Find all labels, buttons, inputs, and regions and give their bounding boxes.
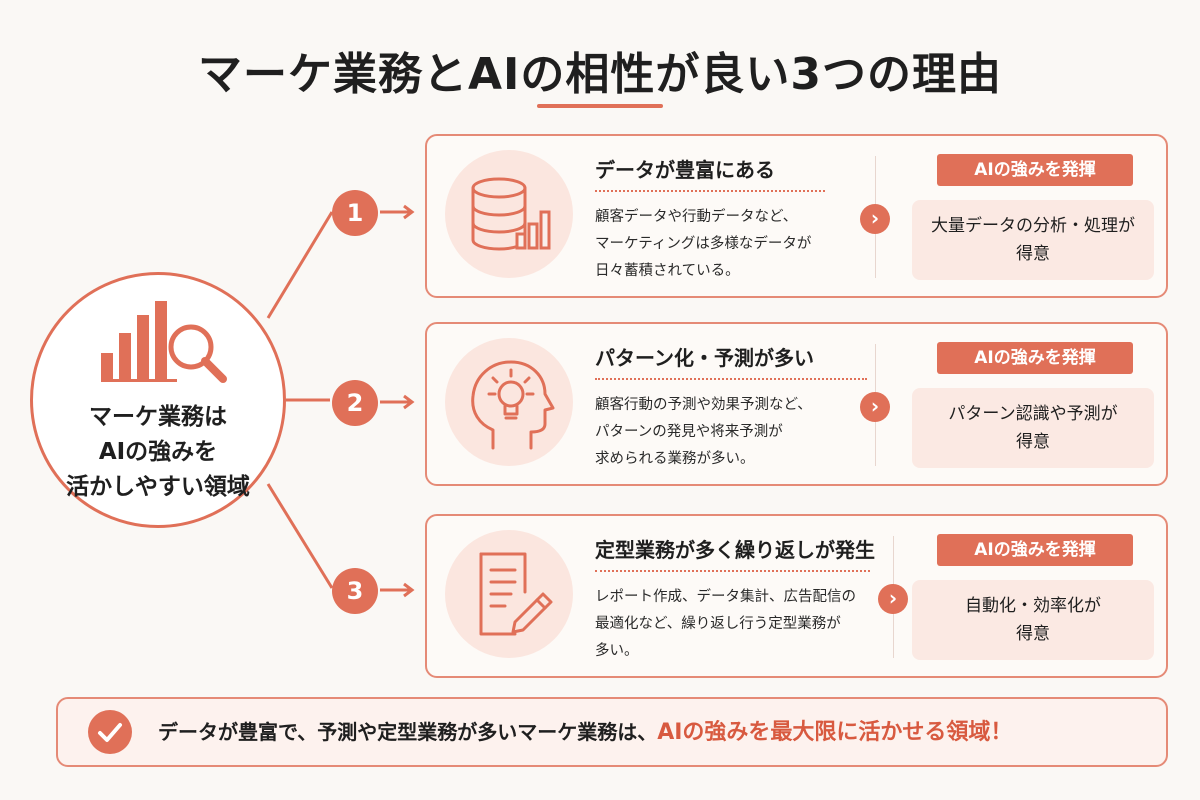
card-heading: パターン化・予測が多い: [595, 346, 814, 370]
card-heading: データが豊富にある: [595, 158, 775, 182]
bar-chart-magnifier-icon: [101, 301, 227, 383]
heading-rule: [595, 378, 867, 380]
card-heading: 定型業務が多く繰り返しが発生: [595, 538, 875, 562]
arrow-2: [380, 394, 415, 410]
summary-text: データが豊富で、予測や定型業務が多いマーケ業務は、AIの強みを最大限に活かせる領…: [158, 699, 1012, 766]
hub-text: マーケ業務は AIの強みを 活かしやすい領域: [33, 400, 283, 505]
body-line: パターンの発見や将来予測が: [595, 424, 783, 440]
result-line: 得意: [1016, 624, 1050, 644]
database-chart-icon: [471, 177, 551, 251]
result-line: 自動化・効率化が: [965, 596, 1101, 616]
body-line: 顧客データや行動データなど、: [595, 209, 798, 225]
document-pencil-icon: [479, 552, 553, 636]
central-hub: マーケ業務は AIの強みを 活かしやすい領域: [30, 272, 286, 528]
chevron-right-icon: ›: [878, 584, 908, 614]
summary-lead: データが豊富で、予測や定型業務が多いマーケ業務は、: [158, 720, 658, 744]
chevron-right-icon: ›: [860, 204, 890, 234]
title-underline: [537, 104, 663, 108]
reason-number-badge: 1: [332, 190, 378, 236]
heading-rule: [595, 570, 870, 572]
body-line: 多い。: [595, 643, 639, 659]
arrow-3: [380, 582, 415, 598]
card-icon-circle: [445, 150, 573, 278]
heading-rule: [595, 190, 825, 192]
ai-strength-badge: AIの強みを発揮: [937, 154, 1133, 186]
reason-card-3: 定型業務が多く繰り返しが発生 レポート作成、データ集計、広告配信の 最適化など、…: [425, 514, 1168, 678]
reason-number-badge: 3: [332, 568, 378, 614]
result-line: 得意: [1016, 432, 1050, 452]
body-line: 求められる業務が多い。: [595, 451, 755, 467]
body-line: 顧客行動の予測や効果予測など、: [595, 397, 812, 413]
body-line: 日々蓄積されている。: [595, 263, 740, 279]
reason-card-2: パターン化・予測が多い 顧客行動の予測や効果予測など、 パターンの発見や将来予測…: [425, 322, 1168, 486]
body-line: レポート作成、データ集計、広告配信の: [595, 589, 856, 605]
ai-strength-badge: AIの強みを発揮: [937, 342, 1133, 374]
head-lightbulb-icon: [471, 360, 555, 450]
connector-3: [266, 483, 334, 589]
card-body: 顧客データや行動データなど、 マーケティングは多様なデータが 日々蓄積されている…: [595, 204, 885, 285]
connector-1: [266, 211, 334, 319]
card-body: 顧客行動の予測や効果予測など、 パターンの発見や将来予測が 求められる業務が多い…: [595, 392, 885, 473]
ai-result-box: パターン認識や予測が 得意: [912, 388, 1154, 468]
ai-strength-badge: AIの強みを発揮: [937, 534, 1133, 566]
reason-card-1: データが豊富にある 顧客データや行動データなど、 マーケティングは多様なデータが…: [425, 134, 1168, 298]
body-line: 最適化など、繰り返し行う定型業務が: [595, 616, 841, 632]
result-line: 大量データの分析・処理が: [931, 216, 1135, 236]
ai-result-box: 大量データの分析・処理が 得意: [912, 200, 1154, 280]
result-line: パターン認識や予測が: [948, 404, 1118, 424]
card-icon-circle: [445, 530, 573, 658]
page-title: マーケ業務とAIの相性が良い3つの理由: [197, 49, 1003, 100]
arrow-1: [380, 204, 415, 220]
summary-emphasis: AIの強みを最大限に活かせる領域！: [657, 720, 1013, 745]
card-icon-circle: [445, 338, 573, 466]
hub-line: AIの強みを: [98, 439, 218, 465]
card-body: レポート作成、データ集計、広告配信の 最適化など、繰り返し行う定型業務が 多い。: [595, 584, 885, 665]
hub-line: 活かしやすい領域: [66, 474, 250, 500]
chevron-right-icon: ›: [860, 392, 890, 422]
check-icon: [88, 710, 132, 754]
body-line: マーケティングは多様なデータが: [595, 236, 812, 252]
reason-number-badge: 2: [332, 380, 378, 426]
summary-banner: データが豊富で、予測や定型業務が多いマーケ業務は、AIの強みを最大限に活かせる領…: [56, 697, 1168, 767]
ai-result-box: 自動化・効率化が 得意: [912, 580, 1154, 660]
hub-line: マーケ業務は: [89, 404, 227, 430]
result-line: 得意: [1016, 244, 1050, 264]
